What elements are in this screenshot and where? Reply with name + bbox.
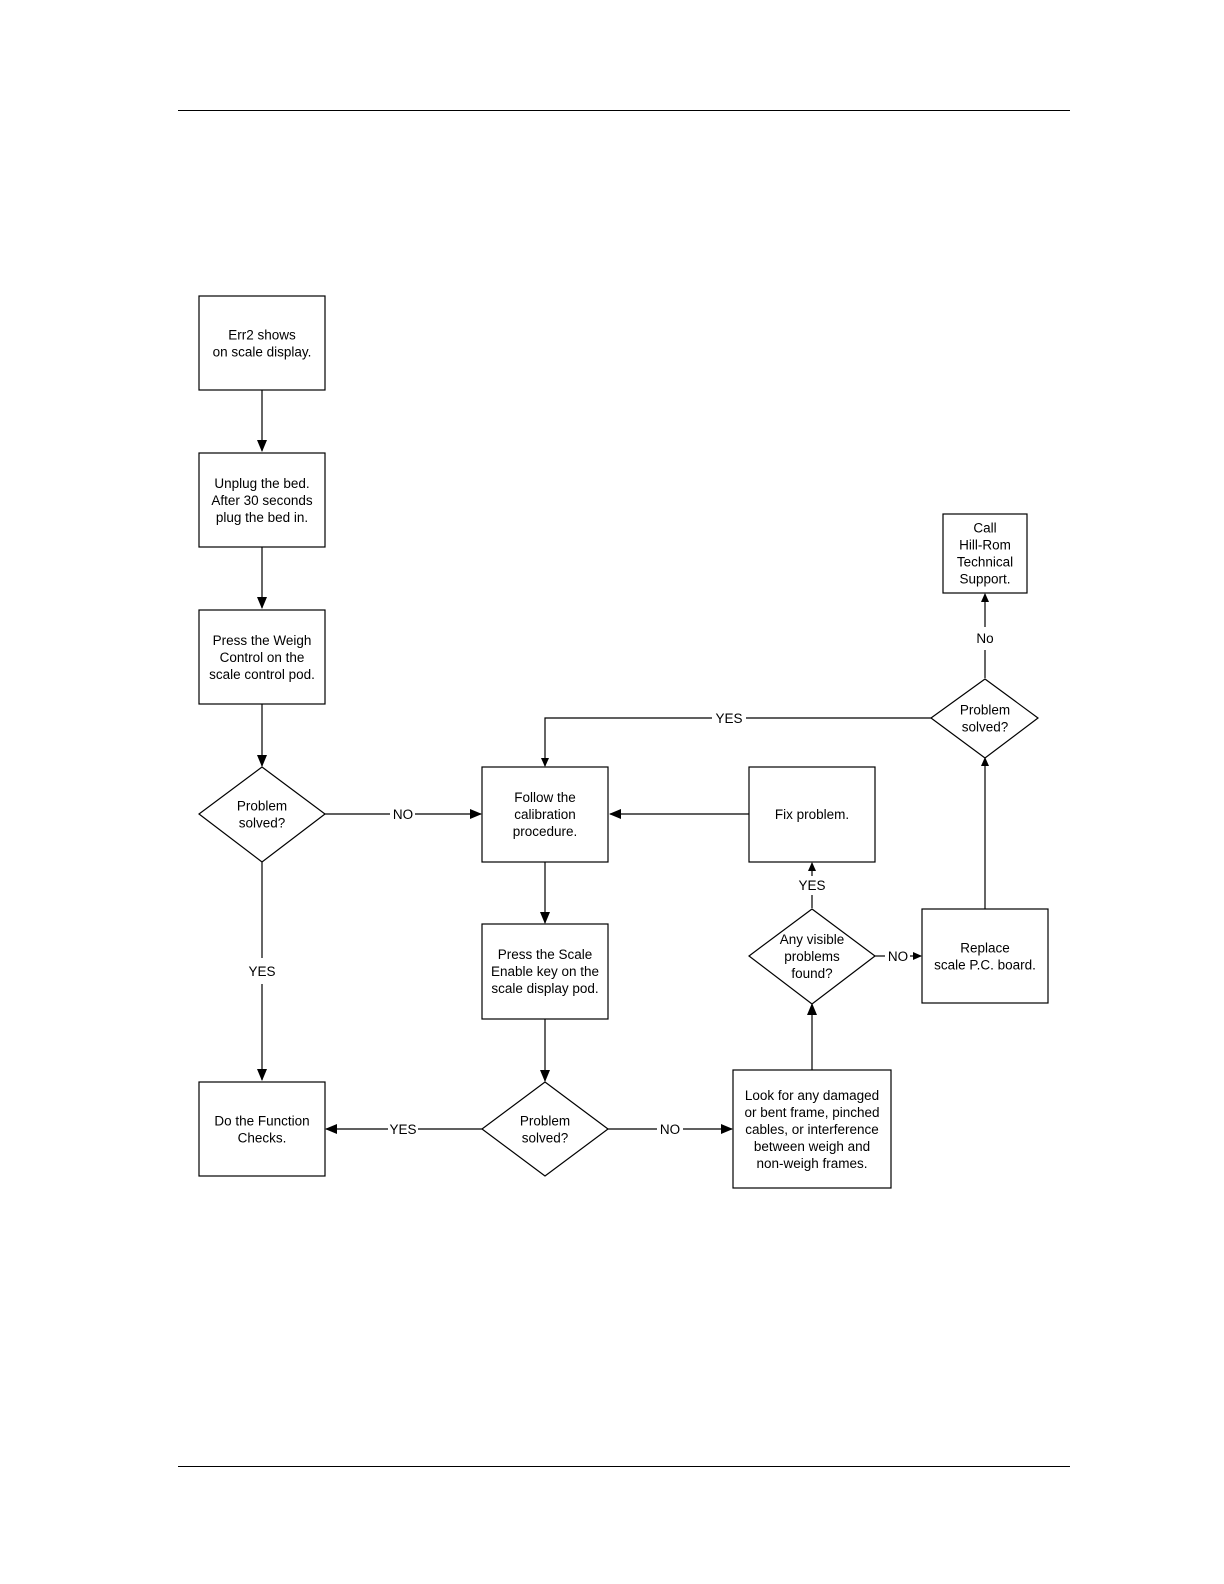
node-label-line: Any visible xyxy=(780,932,845,947)
header-rule xyxy=(178,110,1070,111)
node-label-line: scale P.C. board. xyxy=(934,958,1036,973)
edge-dtop-calib-b xyxy=(541,717,712,767)
node-label-line: Call xyxy=(973,521,996,536)
edge-label-d-top_no: No xyxy=(976,631,993,646)
node-label-line: procedure. xyxy=(513,824,578,839)
node-label-d1: Problem solved? xyxy=(237,799,287,831)
box-err2 xyxy=(198,295,326,391)
footer-rule xyxy=(178,1466,1070,1467)
node-label-d-top: Problem solved? xyxy=(960,703,1010,735)
edge-label-d1-yes: YES xyxy=(248,964,275,979)
node-label-line: Problem xyxy=(960,703,1010,718)
box-look xyxy=(732,1069,892,1189)
node-label-line: Press the Scale xyxy=(498,947,593,962)
node-label-visible: Any visible problems found? xyxy=(780,932,845,981)
node-label-line: Enable key on the xyxy=(491,964,599,979)
node-label-line: solved? xyxy=(522,1131,569,1146)
edge-label-d2-yes: YES xyxy=(389,1122,416,1137)
node-label-look: Look for any damaged or bent frame, pinch… xyxy=(744,1088,879,1171)
node-label-line: between weigh and xyxy=(754,1139,870,1154)
box-unplug xyxy=(198,452,326,548)
node-label-line: or bent frame, pinched xyxy=(744,1105,879,1120)
node-label-line: Follow the xyxy=(514,790,576,805)
node-label-line: Problem xyxy=(520,1114,570,1129)
node-label-line: cables, or interference xyxy=(745,1122,879,1137)
node-label-line: Control on the xyxy=(220,650,305,665)
decision-visible xyxy=(748,908,876,1005)
node-label-line: Replace xyxy=(960,941,1010,956)
node-label-err2: Err2 shows on scale display. xyxy=(213,328,312,360)
node-label-line: found? xyxy=(791,966,832,981)
node-label-line: Support. xyxy=(959,572,1010,587)
box-replace xyxy=(921,908,1049,1004)
decision-d2 xyxy=(480,1081,610,1177)
node-label-line: scale display pod. xyxy=(491,981,598,996)
node-label-line: plug the bed in. xyxy=(216,510,308,525)
box-calib xyxy=(481,766,609,863)
node-label-line: non-weigh frames. xyxy=(756,1156,867,1171)
node-label-line: calibration xyxy=(514,807,576,822)
edge-label-d2-no: NO xyxy=(660,1122,680,1137)
node-label-line: Do the Function xyxy=(214,1114,309,1129)
node-label-line: Look for any damaged xyxy=(745,1088,879,1103)
node-label-line: Checks. xyxy=(238,1131,287,1146)
decision-d1 xyxy=(198,766,326,863)
node-label-line: solved? xyxy=(239,816,286,831)
box-call xyxy=(942,513,1028,594)
node-label-fix: Fix problem. xyxy=(775,807,849,822)
box-func xyxy=(198,1081,326,1177)
box-fix xyxy=(748,766,876,863)
edge-label-visible-yes: YES xyxy=(798,878,825,893)
node-label-line: Err2 shows xyxy=(228,328,296,343)
node-label-line: Fix problem. xyxy=(775,807,849,822)
edge-label-visible-no: NO xyxy=(888,949,908,964)
node-label-line: Problem xyxy=(237,799,287,814)
box-scale xyxy=(481,923,609,1020)
node-label-line: on scale display. xyxy=(213,345,312,360)
node-label-line: After 30 seconds xyxy=(211,493,313,508)
box-weigh xyxy=(198,609,326,705)
node-label-unplug: Unplug the bed. After 30 seconds plug the … xyxy=(211,476,313,525)
node-label-replace: Replace scale P.C. board. xyxy=(934,941,1036,973)
node-label-line: Unplug the bed. xyxy=(214,476,309,491)
node-label-line: Technical xyxy=(957,555,1013,570)
edge-label-d-top_yes: YES xyxy=(715,711,742,726)
node-label-line: Hill-Rom xyxy=(959,538,1011,553)
node-label-calib: Follow the calibration procedure. xyxy=(513,790,578,839)
node-label-line: problems xyxy=(784,949,840,964)
node-label-line: Press the Weigh xyxy=(213,633,312,648)
node-label-line: scale control pod. xyxy=(209,667,315,682)
node-label-d2: Problem solved? xyxy=(520,1114,570,1146)
edge-label-d1-no: NO xyxy=(393,807,413,822)
decision-top xyxy=(929,678,1040,759)
node-label-line: solved? xyxy=(962,720,1009,735)
